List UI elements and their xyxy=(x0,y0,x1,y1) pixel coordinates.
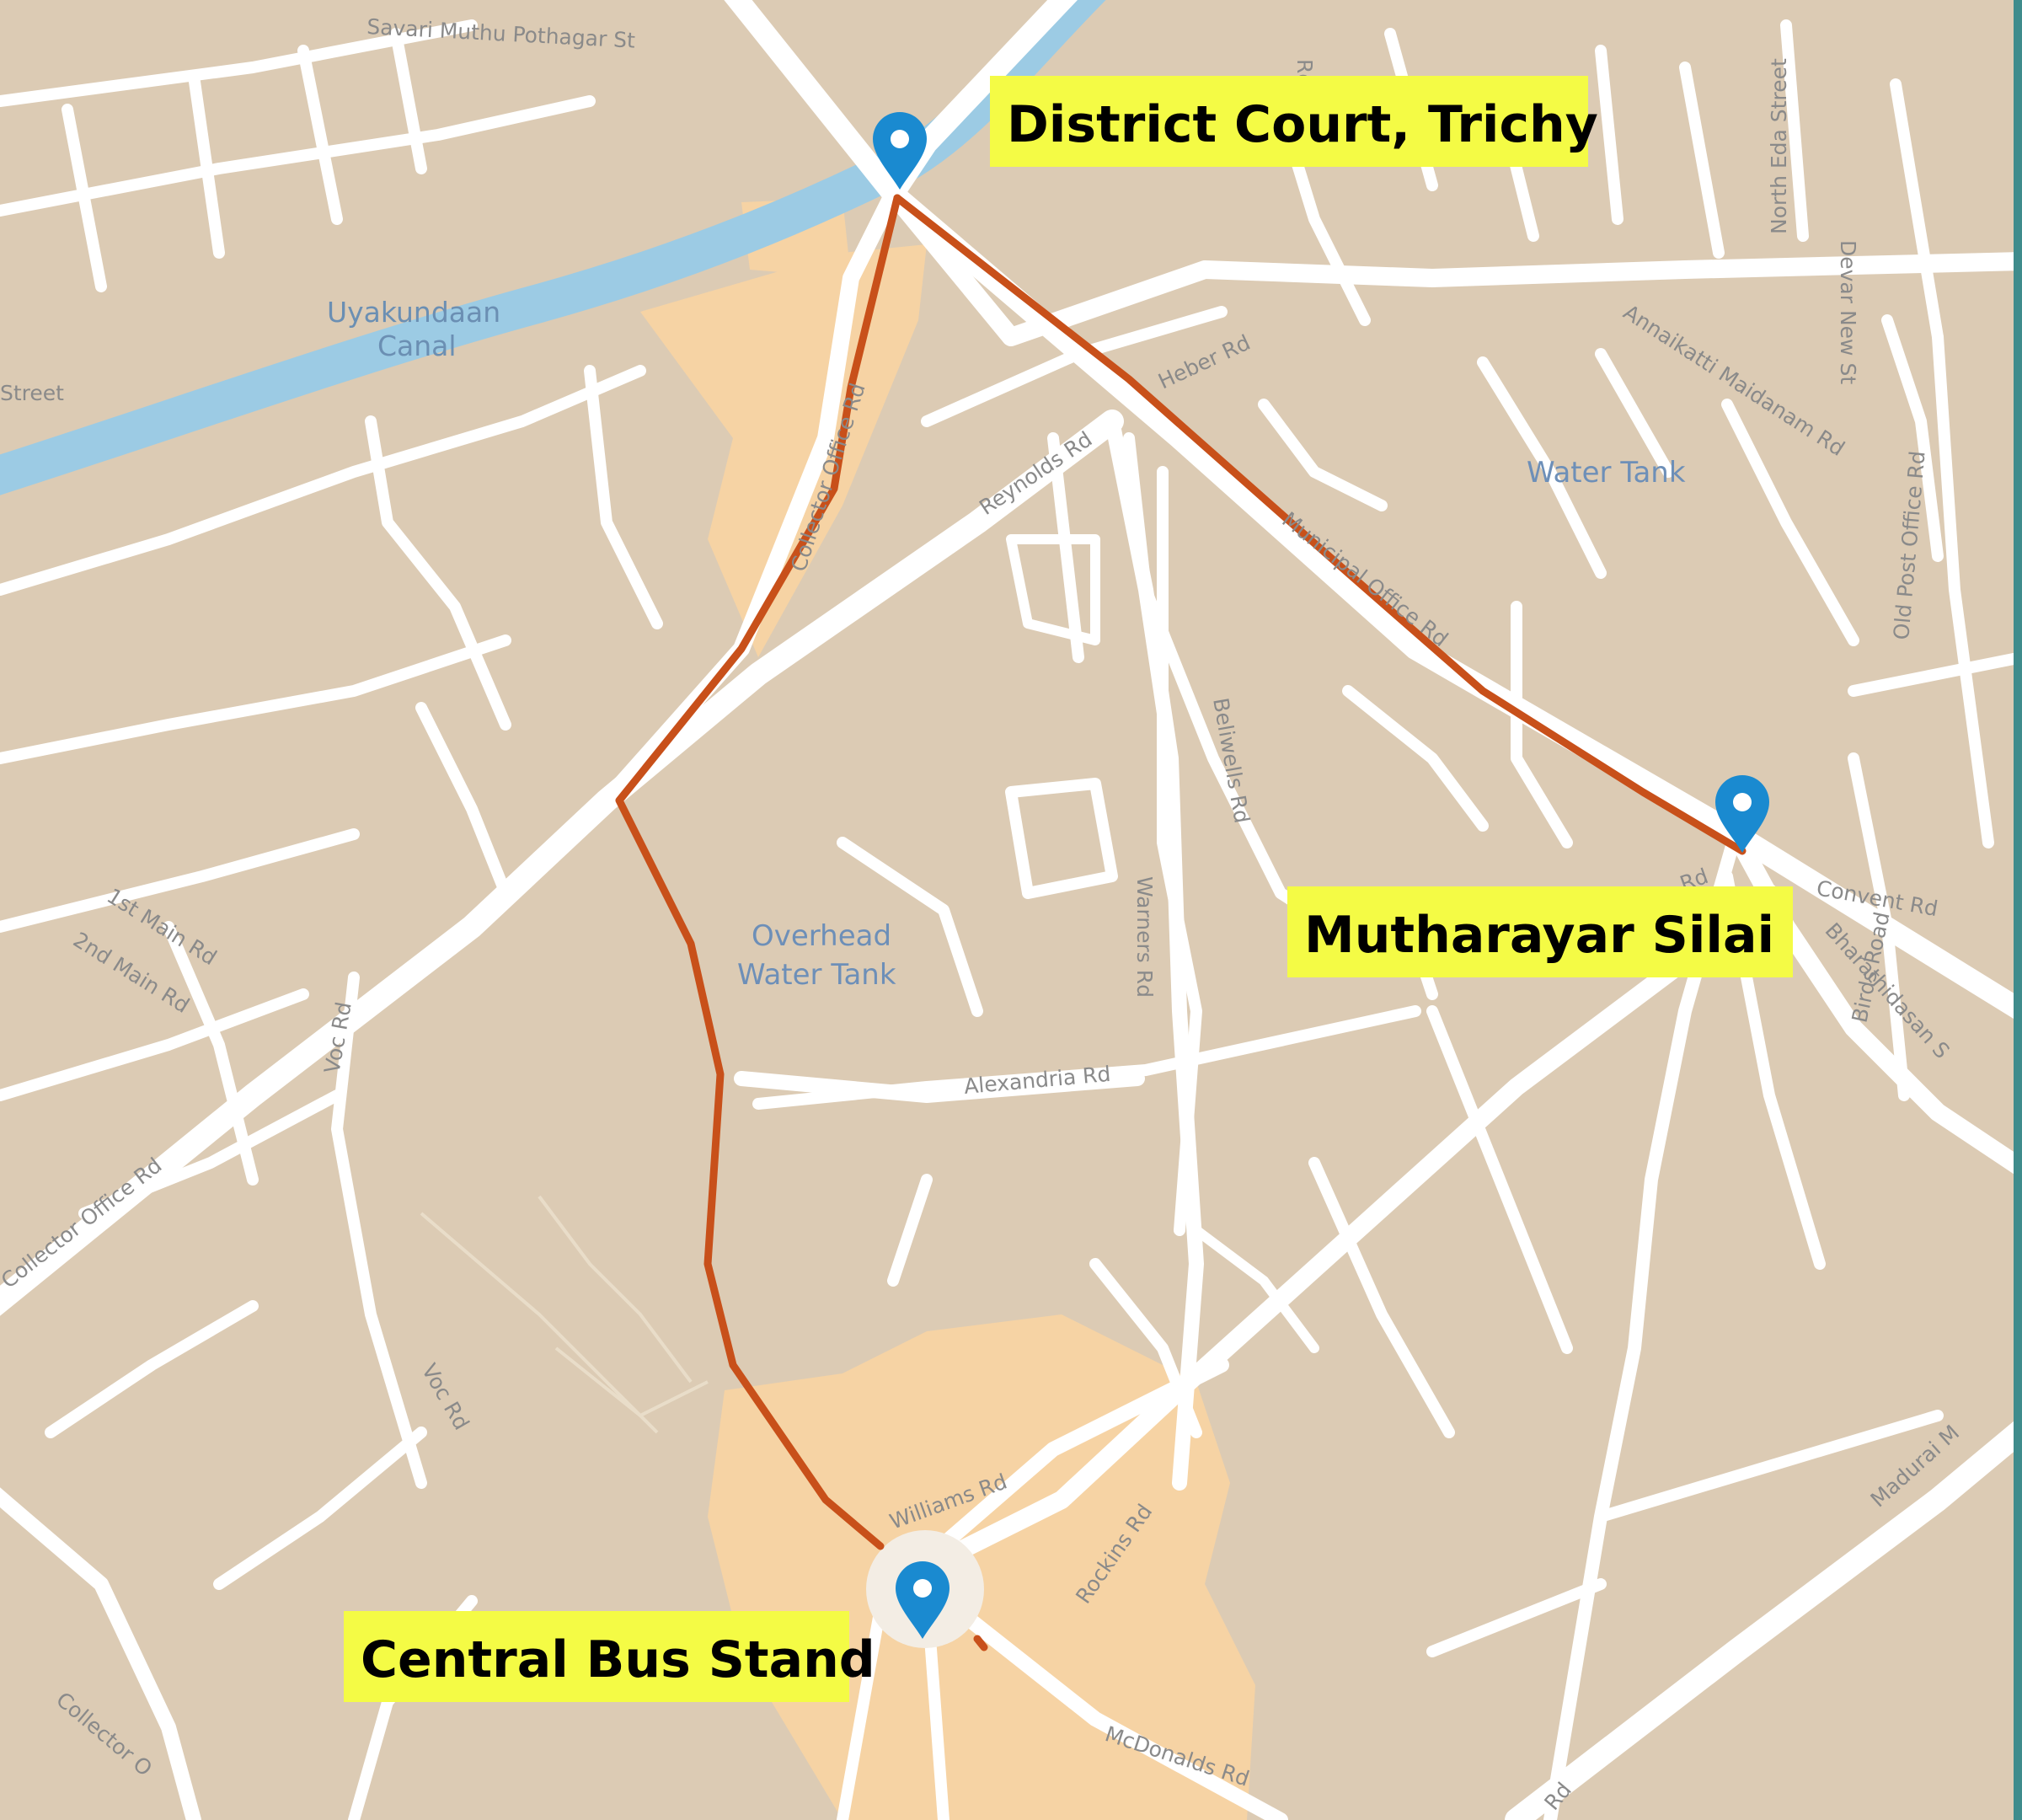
street-label: Street xyxy=(0,381,64,405)
route-bus-stand-stub xyxy=(973,1635,988,1651)
water-tank-label: Water Tank xyxy=(1527,456,1686,490)
route-court-to-silai xyxy=(893,194,1747,855)
callout-label: District Court, Trichy xyxy=(1007,95,1598,154)
canal-label: Canal xyxy=(377,329,457,362)
map-pin-icon[interactable] xyxy=(896,1561,949,1639)
service-paths xyxy=(420,1195,709,1434)
callouts: District Court, Trichy Mutharayar Silai … xyxy=(344,76,1793,1702)
route-court-to-bus-stand xyxy=(615,194,901,1550)
pins xyxy=(873,112,1769,1639)
callout-mutharayar-silai[interactable]: Mutharayar Silai xyxy=(1287,886,1793,977)
canal xyxy=(0,0,1106,495)
route xyxy=(615,194,1747,1651)
callout-label: Mutharayar Silai xyxy=(1304,906,1774,965)
callout-label: Central Bus Stand xyxy=(361,1630,875,1689)
overhead-water-tank-label: Overhead xyxy=(752,919,891,953)
water-labels: Uyakundaan Canal xyxy=(327,296,500,362)
poi-labels: Water Tank Overhead Water Tank xyxy=(737,456,1686,992)
callout-district-court[interactable]: District Court, Trichy xyxy=(990,76,1598,167)
map-pin-icon[interactable] xyxy=(1715,775,1769,853)
callout-central-bus-stand[interactable]: Central Bus Stand xyxy=(344,1611,875,1702)
street-label: North Eda Street xyxy=(1767,58,1791,234)
street-label: Devar New St xyxy=(1836,240,1860,384)
frame-edge xyxy=(2014,0,2022,1820)
canal-label: Uyakundaan xyxy=(327,296,500,329)
street-label: Warners Rd xyxy=(1132,876,1157,998)
map-pin-icon[interactable] xyxy=(873,112,927,190)
overhead-water-tank-label: Water Tank xyxy=(737,958,896,992)
